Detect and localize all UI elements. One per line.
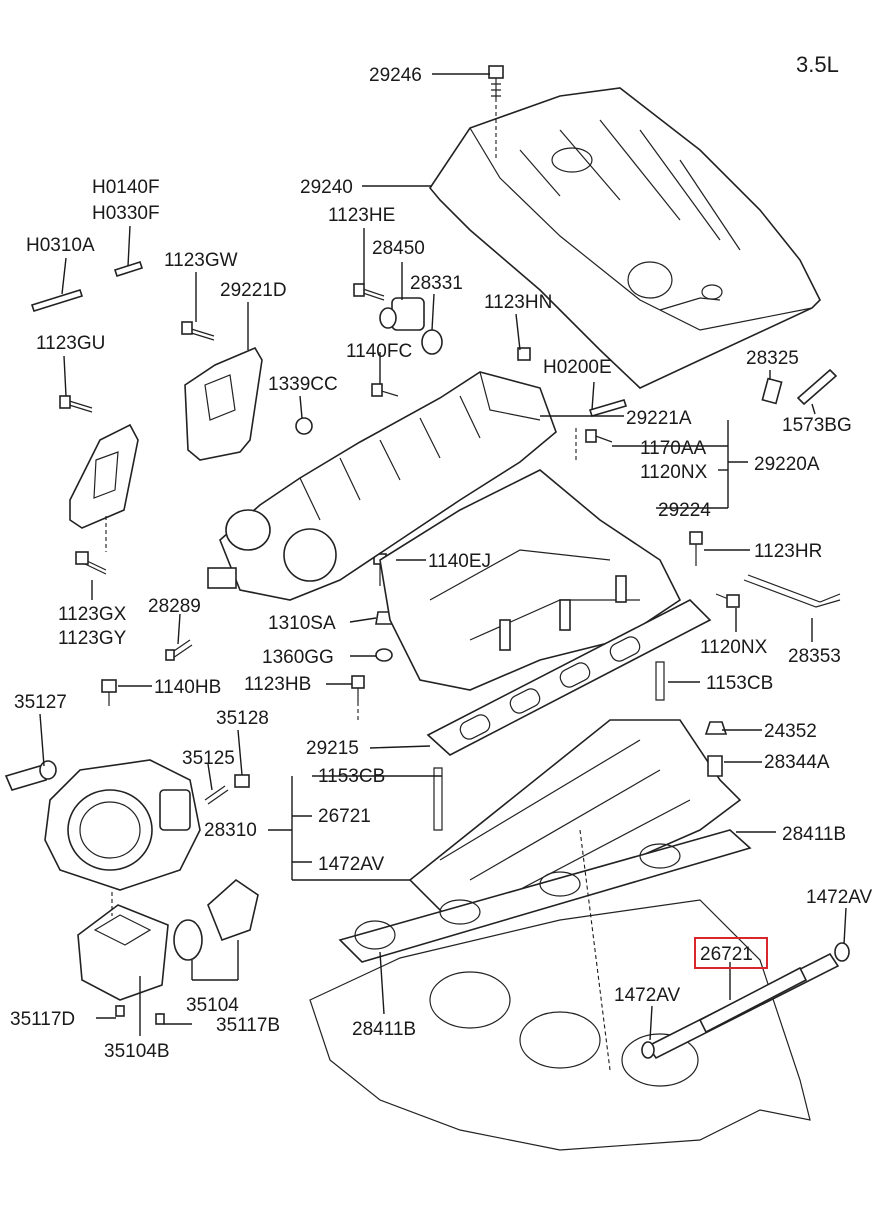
part-label-1153CB-right: 1153CB (706, 673, 773, 694)
part-label-35117B: 35117B (216, 1015, 280, 1036)
part-label-26721-group: 26721 (318, 806, 371, 827)
misc-parts-drawing (433, 368, 841, 831)
engine-cover-drawing (429, 87, 821, 389)
part-labels: 3.5L 29246 29240 H0140F H0330F H0310A 11… (10, 52, 873, 1062)
part-label-29240: 29240 (300, 177, 353, 198)
part-label-1123GW: 1123GW (164, 250, 238, 271)
engine-block-drawing (309, 899, 811, 1151)
part-label-1123HN: 1123HN (484, 292, 552, 313)
part-label-1339CC: 1339CC (268, 374, 338, 395)
part-label-H0330F: H0330F (92, 203, 160, 224)
part-label-1123HR: 1123HR (754, 541, 822, 562)
part-label-1123GY: 1123GY (58, 628, 127, 649)
bolt-29246-drawing (488, 65, 504, 98)
part-label-35125: 35125 (182, 748, 235, 769)
part-label-1123GX: 1123GX (58, 604, 127, 625)
part-label-H0140F: H0140F (92, 177, 160, 198)
part-label-35117D: 35117D (10, 1009, 75, 1030)
engine-size-label: 3.5L (796, 52, 839, 77)
hose-26721-drawing (641, 942, 850, 1060)
part-label-28344A: 28344A (764, 752, 830, 773)
throttle-body-drawing (44, 759, 201, 891)
part-label-29215: 29215 (306, 738, 359, 759)
throttle-small-parts-drawing (4, 760, 250, 805)
pins-drawing (30, 260, 144, 312)
part-label-28353: 28353 (788, 646, 841, 667)
lower-manifold-drawing (379, 469, 682, 691)
part-label-35104: 35104 (186, 995, 239, 1016)
leader-lines (39, 73, 847, 1071)
part-label-1123HB: 1123HB (244, 674, 311, 695)
part-label-28411B-bottom: 28411B (352, 1019, 416, 1040)
small-bolts-drawing (59, 283, 740, 706)
part-label-28331: 28331 (410, 273, 463, 294)
part-label-35127: 35127 (14, 692, 67, 713)
part-label-29220A: 29220A (754, 454, 820, 475)
part-label-1573BG: 1573BG (782, 415, 852, 436)
valve-28450-drawing (379, 297, 443, 355)
part-label-1140HB: 1140HB (154, 677, 221, 698)
part-label-1140EJ: 1140EJ (428, 551, 491, 572)
part-label-29246: 29246 (369, 65, 422, 86)
part-label-1310SA: 1310SA (268, 613, 336, 634)
highlight-box-26721 (694, 937, 768, 969)
tps-module-drawing (77, 878, 259, 1025)
part-label-28289: 28289 (148, 596, 201, 617)
part-label-1472AV-group: 1472AV (318, 854, 385, 875)
part-label-28310: 28310 (204, 820, 257, 841)
part-label-1123GU: 1123GU (36, 333, 105, 354)
part-label-24352: 24352 (764, 721, 817, 742)
part-label-1123HE: 1123HE (328, 205, 395, 226)
bracket-29221D-drawing (184, 346, 263, 461)
bracket-1123GU-drawing (69, 423, 139, 529)
part-label-35128: 35128 (216, 708, 269, 729)
part-label-1120NX-bottom: 1120NX (700, 637, 768, 658)
part-label-1472AV-middle: 1472AV (614, 985, 681, 1006)
part-label-H0200E: H0200E (543, 357, 612, 378)
part-label-1360GG: 1360GG (262, 647, 334, 668)
part-label-26721-highlighted: 26721 (700, 944, 753, 965)
part-label-28411B-right: 28411B (782, 824, 846, 845)
part-label-28325: 28325 (746, 348, 799, 369)
gasket-28411B-drawing (338, 829, 752, 963)
part-label-35104B: 35104B (104, 1041, 170, 1062)
part-label-29221D: 29221D (220, 280, 287, 301)
part-label-29221A: 29221A (626, 408, 692, 429)
part-label-1120NX-top: 1120NX (640, 462, 708, 483)
upper-manifold-drawing (207, 371, 557, 601)
part-label-28450: 28450 (372, 238, 425, 259)
part-label-29224: 29224 (658, 500, 711, 521)
part-label-1140FC: 1140FC (346, 341, 412, 362)
part-label-H0310A: H0310A (26, 235, 95, 256)
gasket-29215-drawing (426, 599, 712, 756)
part-label-1170AA: 1170AA (640, 438, 707, 459)
part-label-1472AV-right: 1472AV (806, 887, 873, 908)
part-label-1153CB-left: 1153CB (318, 766, 385, 787)
